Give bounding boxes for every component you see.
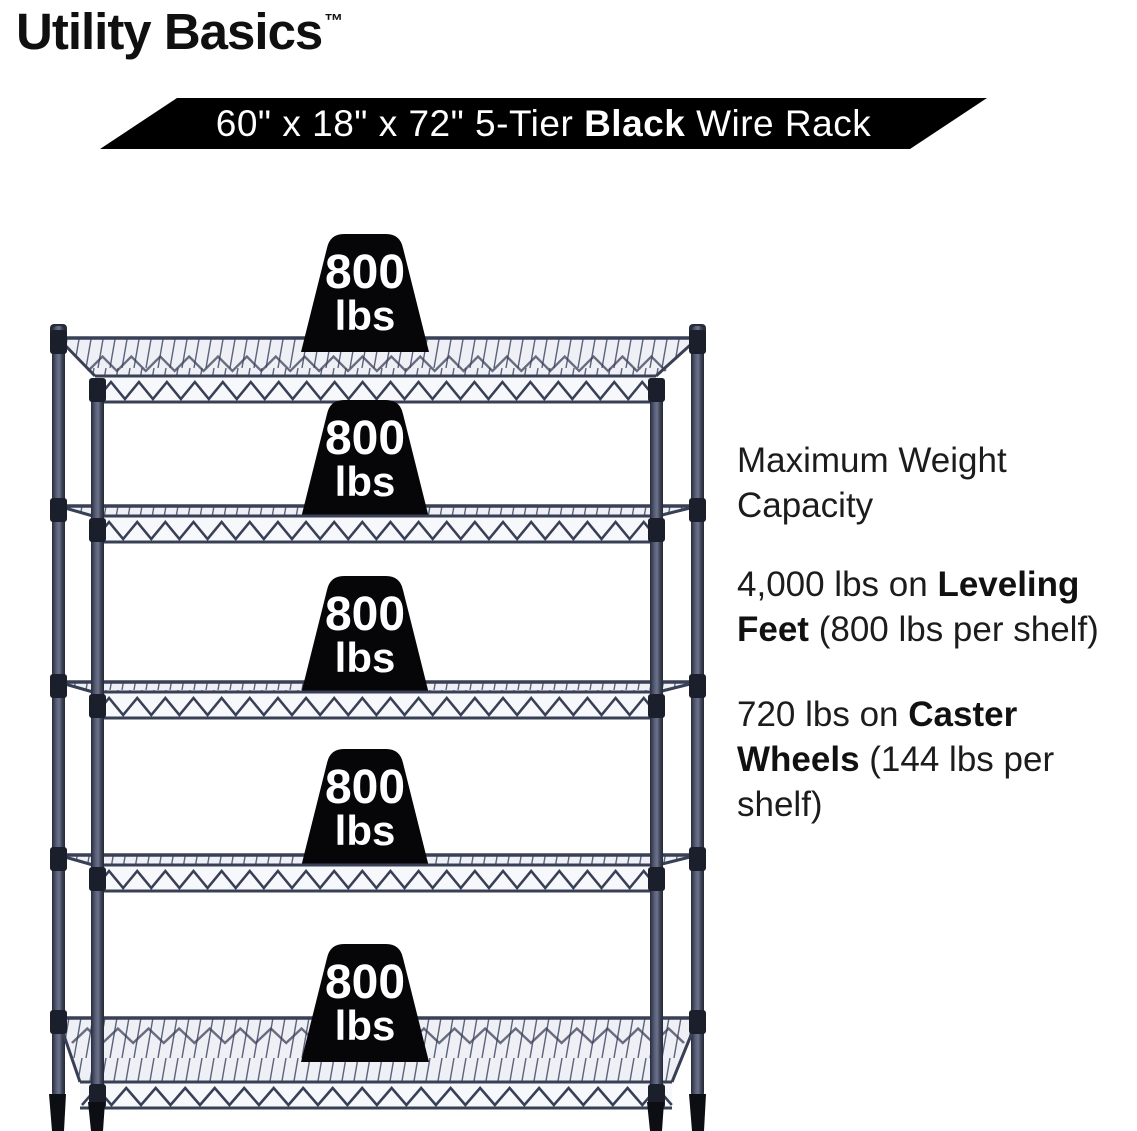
front-posts (91, 382, 663, 1106)
post-collars (50, 330, 706, 1108)
banner-text-prefix: 60" x 18" x 72" 5-Tier (215, 102, 585, 144)
leveling-prefix: 4,000 lbs on (737, 565, 938, 604)
caster-prefix: 720 lbs on (737, 695, 909, 734)
caster-wheels-capacity: 720 lbs on Caster Wheels (144 lbs per sh… (737, 692, 1137, 827)
leveling-suffix: (800 lbs per shelf) (808, 610, 1099, 649)
shelf-5-front-band (80, 1080, 674, 1110)
weight-unit-label: lbs (335, 634, 396, 681)
weight-unit-label: lbs (335, 1002, 396, 1049)
weight-capacity-badge: 800 lbs (301, 944, 429, 1062)
weight-capacity-badge: 800 lbs (301, 234, 429, 352)
wire-rack-illustration: 800 lbs 800 lbs (49, 234, 706, 1131)
shelf-4-front-band (93, 863, 660, 893)
weight-unit-label: lbs (335, 807, 396, 854)
leveling-bold: Leveling Feet (737, 565, 1080, 649)
banner-text-highlight: Black (584, 102, 686, 144)
weight-capacity-badge: 800 lbs (301, 749, 429, 867)
weight-capacity-badge: 800 lbs (301, 400, 429, 518)
caster-suffix: (144 lbs per shelf) (737, 740, 1055, 824)
weight-unit-label: lbs (335, 292, 396, 339)
shelf-1-front-band (95, 374, 658, 404)
shelf-1 (56, 336, 700, 378)
leveling-feet-capacity: 4,000 lbs on Leveling Feet (800 lbs per … (737, 562, 1137, 652)
brand-name: Utility Basics (16, 3, 323, 60)
trademark-symbol: ™ (324, 11, 343, 32)
weight-value-label: 800 (325, 246, 405, 299)
weight-value-label: 800 (325, 588, 405, 641)
weight-value-label: 800 (325, 956, 405, 1009)
weight-capacity-badge: 800 lbs (301, 576, 429, 694)
shelf-3-front-band (93, 690, 660, 720)
leveling-feet (49, 1094, 706, 1131)
product-title-banner: 60" x 18" x 72" 5-Tier Black Wire Rack (100, 98, 987, 149)
weight-value-label: 800 (325, 761, 405, 814)
max-weight-heading: Maximum Weight Capacity (737, 441, 1007, 525)
weight-value-label: 800 (325, 412, 405, 465)
banner-text-suffix: Wire Rack (685, 102, 872, 144)
weight-unit-label: lbs (335, 458, 396, 505)
caster-bold: Caster Wheels (737, 695, 1018, 779)
capacity-info: Maximum Weight Capacity 4,000 lbs on Lev… (737, 438, 1137, 827)
shelf-2-front-band (93, 514, 660, 544)
